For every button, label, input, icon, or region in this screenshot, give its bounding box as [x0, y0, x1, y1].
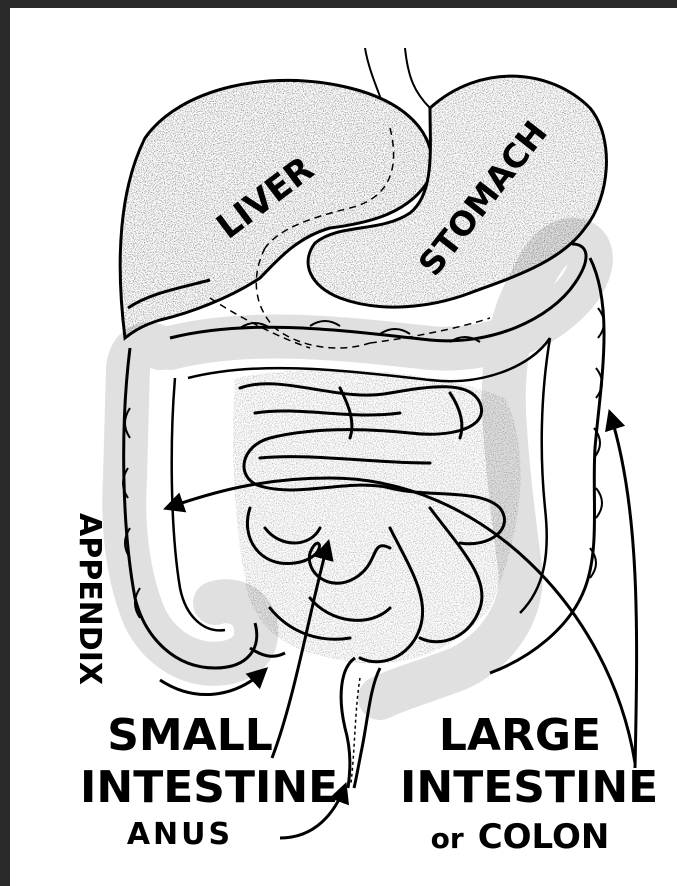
or-text: or: [431, 822, 464, 855]
small-intestine-caption: SMALL INTESTINE: [80, 714, 300, 810]
large-intestine-line1: LARGE: [400, 714, 640, 758]
appendix-label: APPENDIX: [72, 513, 107, 685]
small-intestine-shading: [233, 370, 521, 664]
small-intestine-line1: SMALL: [80, 714, 300, 758]
colon-text: COLON: [478, 817, 610, 857]
large-intestine-caption: LARGE INTESTINE or COLON: [400, 714, 640, 854]
anus-caption: ANUS: [110, 820, 250, 850]
diagram-frame: LIVER STOMACH APPENDIX SMALL INTESTINE A…: [10, 8, 677, 886]
small-intestine-line2: INTESTINE: [80, 766, 300, 810]
large-intestine-line2: INTESTINE: [400, 766, 640, 810]
or-colon-line: or COLON: [400, 820, 640, 854]
